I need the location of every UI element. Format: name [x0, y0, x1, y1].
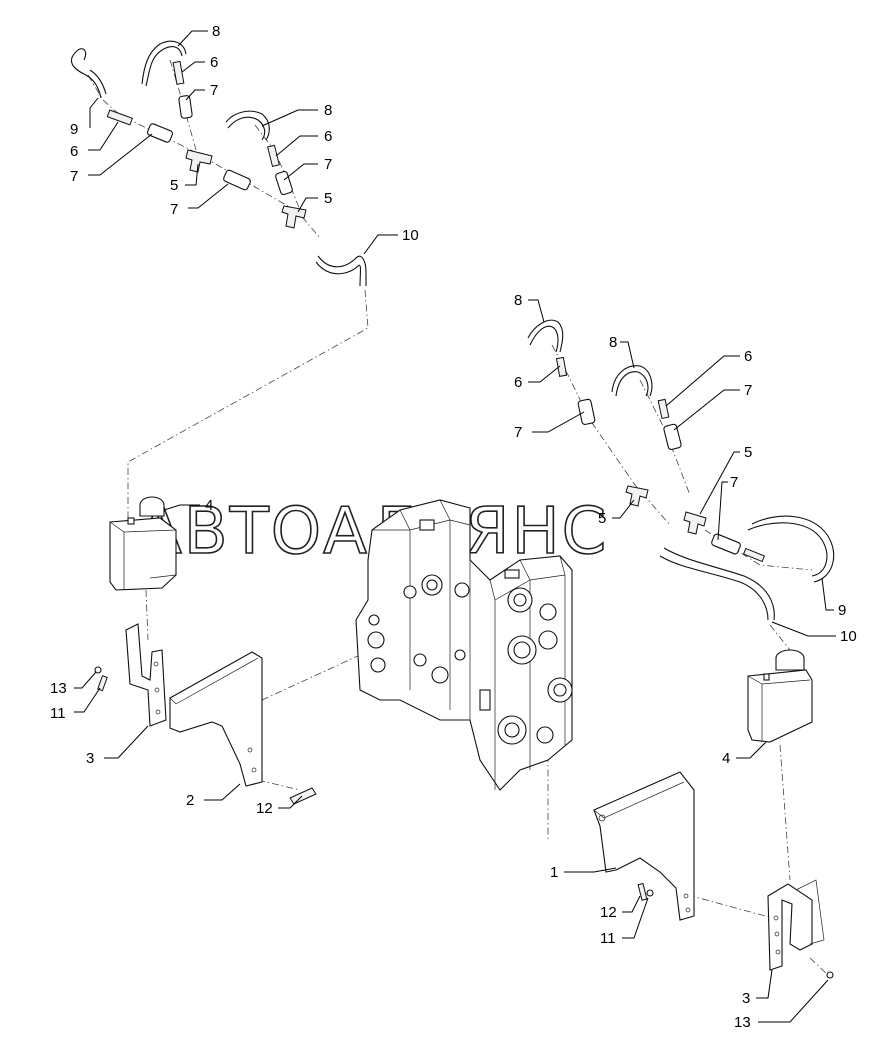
- hose-8-top-a: [141, 40, 187, 87]
- hose-9-left: [70, 48, 107, 99]
- callout-label: 2: [186, 792, 194, 809]
- tee-5-right-b: [683, 511, 707, 535]
- central-unit: [355, 499, 573, 791]
- callout-label: 9: [838, 602, 846, 619]
- callout-label: 7: [70, 168, 78, 185]
- callout-label: 7: [170, 201, 178, 218]
- sleeve-7-right-b: [663, 423, 682, 451]
- washer-13-left: [94, 666, 102, 674]
- callout-label: 7: [324, 156, 332, 173]
- callout-label: 8: [324, 102, 332, 119]
- callout-labels: 8 6 7 9 6 7 5 7 8 6 7 5 10 8 6 7 8 6 7 5…: [50, 23, 857, 1031]
- callout-label: 7: [744, 382, 752, 399]
- callout-label: 7: [210, 82, 218, 99]
- nipple-6-left: [106, 109, 133, 126]
- hose-8-top-b: [225, 110, 270, 141]
- bolt-12-right: [637, 882, 648, 901]
- callout-label: 8: [212, 23, 220, 40]
- nipple-6-right-a: [555, 356, 568, 377]
- callout-label: 5: [324, 190, 332, 207]
- callout-label: 5: [170, 177, 178, 194]
- right-hose-group: [527, 319, 835, 621]
- sleeve-7-right-a: [577, 398, 596, 425]
- top-left-hose-group: [70, 40, 367, 287]
- callout-label: 4: [722, 750, 730, 767]
- leader-lines: [74, 30, 836, 1023]
- callout-label: 4: [205, 497, 213, 514]
- callout-label: 10: [402, 227, 419, 244]
- nipple-6-top-b: [267, 144, 280, 168]
- callout-label: 9: [70, 121, 78, 138]
- callout-label: 8: [514, 292, 522, 309]
- bracket-3-left: [125, 623, 167, 727]
- sleeve-7-mid: [223, 169, 251, 191]
- callout-label: 11: [600, 930, 616, 947]
- sleeve-7-top-a: [178, 95, 193, 119]
- callout-label: 10: [840, 628, 857, 645]
- nipple-6-right-b: [657, 398, 670, 420]
- tank-4-right: [747, 669, 813, 743]
- callout-label: 6: [70, 143, 78, 160]
- hose-8-right-a: [527, 319, 564, 353]
- callout-label: 5: [744, 444, 752, 461]
- callout-label: 3: [86, 750, 94, 767]
- callout-label: 6: [324, 128, 332, 145]
- callout-label: 1: [550, 864, 558, 881]
- callout-label: 13: [50, 680, 67, 697]
- callout-label: 3: [742, 990, 750, 1007]
- nipple-6-right-c: [742, 547, 766, 563]
- washer-11-right: [646, 889, 654, 897]
- hose-10-top: [315, 255, 367, 287]
- callout-label: 6: [210, 54, 218, 71]
- callout-label: 5: [598, 510, 606, 527]
- sleeve-7-left: [146, 123, 174, 143]
- tee-5-right-a: [625, 485, 649, 507]
- callout-label: 11: [50, 705, 66, 722]
- hose-10-right: [659, 547, 775, 621]
- callout-label: 13: [734, 1014, 751, 1031]
- hose-8-right-b: [611, 365, 653, 397]
- sleeve-7-right-c: [711, 533, 741, 555]
- callout-label: 12: [600, 904, 617, 921]
- callout-label: 6: [514, 374, 522, 391]
- bracket-1: [593, 771, 695, 921]
- callout-label: 7: [730, 474, 738, 491]
- left-tank-group: [94, 496, 317, 805]
- washer-13-right: [826, 971, 834, 979]
- hose-9-right: [747, 515, 835, 583]
- callout-label: 7: [514, 424, 522, 441]
- tank-4-left: [109, 517, 177, 591]
- nipple-6-top-a: [172, 60, 185, 85]
- tee-5-top-a: [185, 149, 213, 173]
- callout-label: 6: [744, 348, 752, 365]
- bracket-2: [169, 651, 263, 787]
- callout-label: 8: [609, 334, 617, 351]
- right-tank-group: [593, 649, 834, 979]
- bracket-3-right: [767, 883, 813, 971]
- callout-label: 12: [256, 800, 273, 817]
- tee-5-top-b: [281, 205, 307, 229]
- bolt-12-left: [289, 787, 317, 805]
- bolt-11-left: [97, 675, 108, 692]
